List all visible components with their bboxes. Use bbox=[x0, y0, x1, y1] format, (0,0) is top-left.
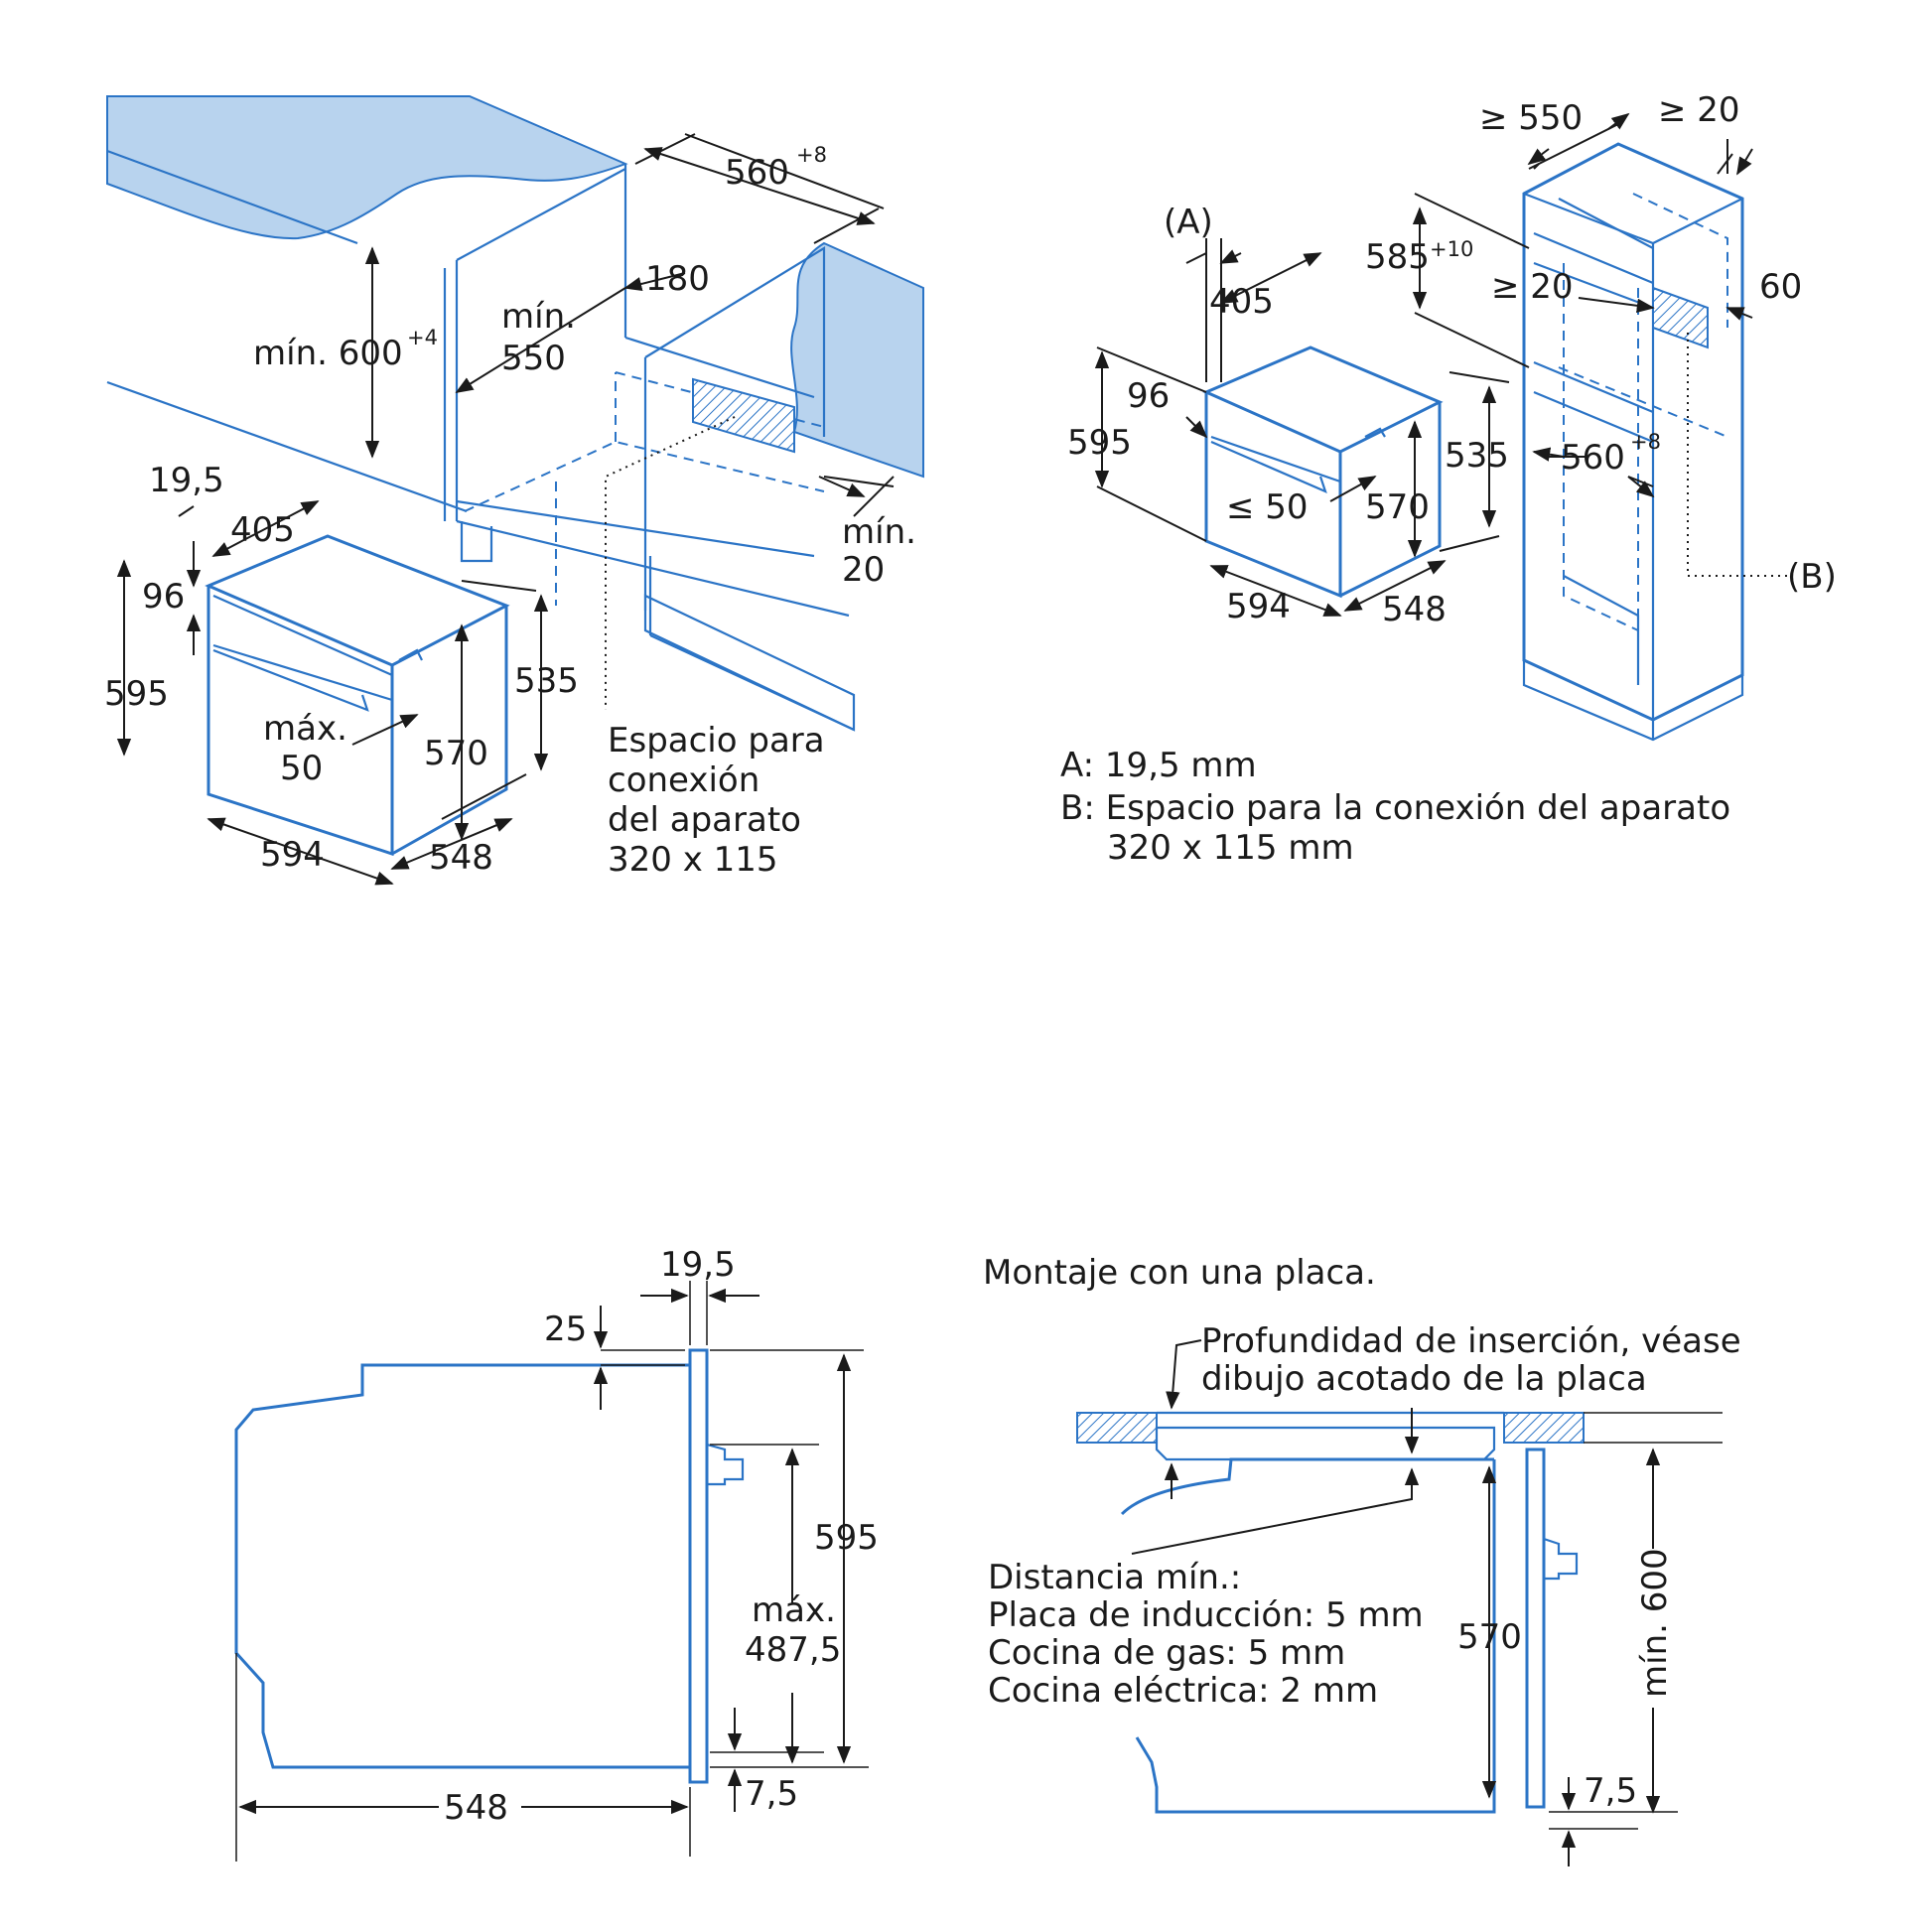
dim-535: 535 bbox=[514, 661, 579, 701]
distance-electric: Cocina eléctrica: 2 mm bbox=[988, 1671, 1378, 1711]
countertop bbox=[106, 95, 628, 240]
dim-548-right: 548 bbox=[1382, 590, 1447, 629]
dim-ge-20-top: ≥ 20 bbox=[1658, 90, 1740, 130]
dim-595-right: 595 bbox=[1067, 423, 1132, 463]
dim-570-hob: 570 bbox=[1457, 1617, 1522, 1657]
dim-19-5: 19,5 bbox=[149, 461, 224, 500]
dim-25: 25 bbox=[544, 1310, 587, 1349]
dim-min-20-a: mín. bbox=[842, 512, 916, 552]
oven-side-outline bbox=[234, 1363, 690, 1769]
label-b: (B) bbox=[1787, 557, 1837, 597]
counter-hatch-left bbox=[1076, 1412, 1158, 1444]
dim-max-50-a: máx. bbox=[263, 709, 347, 749]
dim-570: 570 bbox=[424, 734, 488, 773]
dim-560-tol: +8 bbox=[796, 143, 827, 167]
top-right-tall-cabinet-view: ≥ 550 ≥ 20 (A) 405 585 +10 ≥ 20 60 96 59… bbox=[1060, 90, 1837, 868]
dim-max-487-b: 487,5 bbox=[745, 1630, 841, 1670]
connection-space-line2: conexión bbox=[608, 760, 759, 800]
dim-min-550-b: 550 bbox=[501, 339, 566, 378]
distance-induction: Placa de inducción: 5 mm bbox=[988, 1595, 1424, 1635]
dim-7-5-side: 7,5 bbox=[745, 1774, 798, 1814]
bottom-left-side-profile: 19,5 25 595 máx. 487,5 7,5 548 bbox=[234, 1245, 879, 1862]
dim-le-50: ≤ 50 bbox=[1226, 487, 1309, 527]
dim-405-right: 405 bbox=[1209, 282, 1274, 322]
dim-585-tol: +10 bbox=[1430, 237, 1473, 261]
distance-gas: Cocina de gas: 5 mm bbox=[988, 1633, 1345, 1673]
countertop-right bbox=[790, 241, 924, 479]
dim-ge-20-mid: ≥ 20 bbox=[1491, 267, 1574, 307]
dim-96-right: 96 bbox=[1127, 376, 1170, 416]
dim-585: 585 bbox=[1365, 237, 1430, 277]
dim-min-600-tol: +4 bbox=[407, 326, 438, 349]
hob-outline bbox=[1155, 1426, 1496, 1461]
connection-box-hatch bbox=[692, 377, 795, 454]
connection-space-line1: Espacio para bbox=[608, 721, 825, 760]
dim-ge-550: ≥ 550 bbox=[1479, 98, 1583, 138]
dim-7-5-hob: 7,5 bbox=[1584, 1771, 1637, 1811]
dim-570-right: 570 bbox=[1365, 487, 1430, 527]
connection-space-line3: del aparato bbox=[608, 800, 801, 840]
hob-title: Montaje con una placa. bbox=[983, 1253, 1376, 1293]
dim-min-600-hob: mín. 600 bbox=[1635, 1548, 1675, 1698]
dim-180: 180 bbox=[645, 259, 710, 299]
top-left-cabinet-view: 560 +8 180 mín. 550 mín. 600 +4 mín. 20 … bbox=[104, 95, 924, 886]
dim-548: 548 bbox=[429, 838, 493, 878]
dim-595-side: 595 bbox=[814, 1518, 879, 1558]
dim-max-487-a: máx. bbox=[752, 1590, 836, 1630]
tall-connection-box-hatch bbox=[1652, 286, 1709, 349]
dim-560: 560 bbox=[725, 153, 789, 193]
dim-560-right-tol: +8 bbox=[1630, 430, 1661, 454]
counter-hatch-right bbox=[1503, 1412, 1585, 1444]
dim-535-right: 535 bbox=[1445, 436, 1509, 476]
oven-isometric-right bbox=[1202, 345, 1444, 599]
dim-max-50-b: 50 bbox=[280, 749, 323, 788]
depth-note-line2: dibujo acotado de la placa bbox=[1201, 1359, 1647, 1399]
dim-548-side: 548 bbox=[444, 1788, 508, 1828]
depth-note-line1: Profundidad de inserción, véase bbox=[1201, 1321, 1741, 1361]
dim-594-right: 594 bbox=[1226, 587, 1291, 626]
distance-title: Distancia mín.: bbox=[988, 1558, 1241, 1597]
dim-594: 594 bbox=[260, 835, 325, 875]
dim-405: 405 bbox=[230, 510, 295, 550]
dim-min-550-a: mín. bbox=[501, 297, 576, 337]
label-a: (A) bbox=[1164, 203, 1213, 242]
dim-60: 60 bbox=[1759, 267, 1802, 307]
legend-a: A: 19,5 mm bbox=[1060, 746, 1257, 785]
dim-96: 96 bbox=[142, 577, 185, 617]
legend-b-line1: B: Espacio para la conexión del aparato bbox=[1060, 788, 1730, 828]
bottom-right-hob-installation: Montaje con una placa. Profundidad de in… bbox=[983, 1253, 1741, 1866]
dim-min-20-b: 20 bbox=[842, 550, 885, 590]
dim-19-5-side: 19,5 bbox=[660, 1245, 736, 1285]
legend-b-line2: 320 x 115 mm bbox=[1107, 828, 1354, 868]
dim-560-right: 560 bbox=[1561, 438, 1625, 478]
dim-min-600: mín. 600 bbox=[253, 334, 403, 373]
dim-595: 595 bbox=[104, 674, 169, 714]
connection-space-line4: 320 x 115 bbox=[608, 840, 778, 880]
